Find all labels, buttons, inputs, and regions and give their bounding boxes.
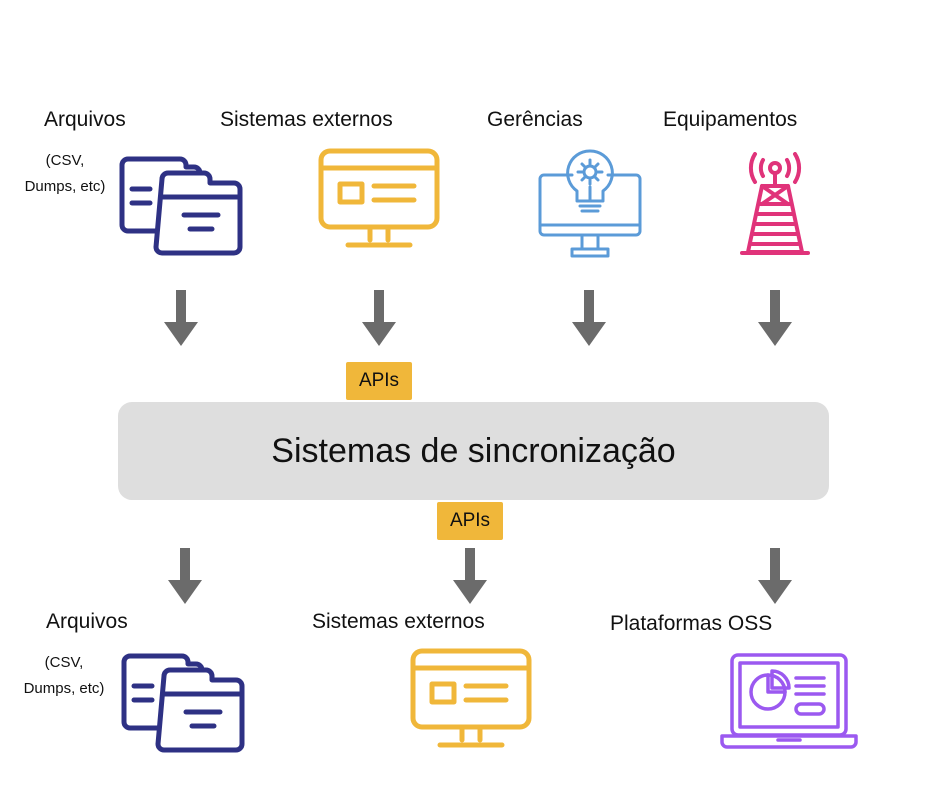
antenna-tower-icon [740,152,810,255]
target-label-plataformas-oss: Plataformas OSS [610,612,773,635]
folders-icon [119,156,243,256]
monitor-icon [318,148,440,248]
lightbulb-monitor-icon [538,149,642,258]
source-note-arquivos: (CSV, Dumps, etc) [10,148,120,200]
source-label-gerencias: Gerências [487,108,583,131]
api-badge-top: APIs [346,362,412,400]
api-badge-bottom: APIs [437,502,503,540]
source-note-text: (CSV, Dumps, etc) [24,152,106,195]
source-label-sistemas-externos: Sistemas externos [220,108,393,131]
down-arrow-icon [758,548,792,604]
monitor-icon [410,648,532,748]
target-label-arquivos: Arquivos [46,610,128,633]
down-arrow-icon [164,290,198,346]
target-label-sistemas-externos: Sistemas externos [312,610,485,633]
sync-system-box: Sistemas de sincronização [118,402,829,500]
target-note-text: (CSV, Dumps, etc) [23,654,105,697]
down-arrow-icon [168,548,202,604]
target-note-arquivos: (CSV, Dumps, etc) [8,650,120,702]
source-label-arquivos: Arquivos [44,108,126,131]
down-arrow-icon [362,290,396,346]
down-arrow-icon [758,290,792,346]
laptop-dashboard-icon [720,653,858,749]
sync-system-title: Sistemas de sincronização [271,431,676,470]
source-label-equipamentos: Equipamentos [663,108,798,131]
down-arrow-icon [572,290,606,346]
down-arrow-icon [453,548,487,604]
folders-icon [121,653,245,753]
